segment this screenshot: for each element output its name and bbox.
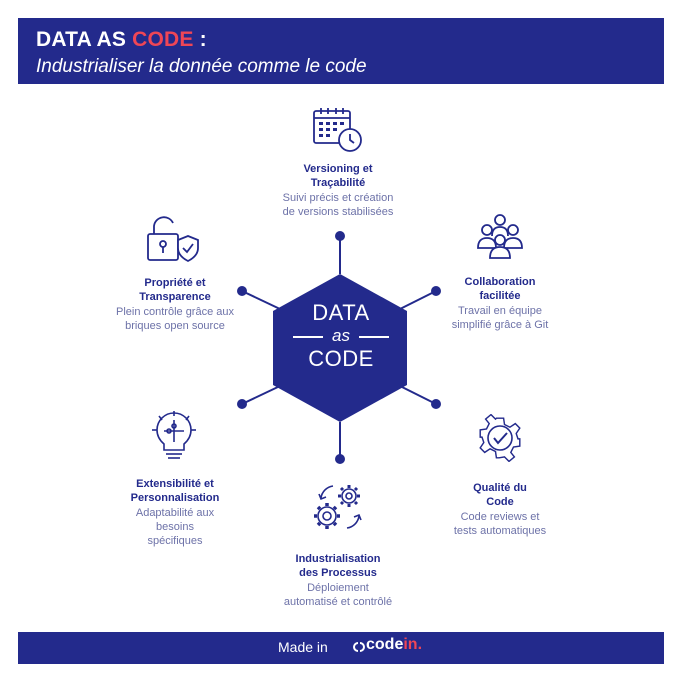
center-line3: CODE (308, 346, 374, 371)
header-banner: DATA AS CODE : Industrialiser la donnée … (18, 18, 664, 84)
team-icon (477, 214, 523, 259)
center-label: DATA as CODE (273, 300, 409, 372)
node-top-right (431, 286, 441, 296)
node-top-left (237, 286, 247, 296)
node-bottom (335, 454, 345, 464)
codein-logo-icon (353, 642, 365, 652)
page-subtitle: Industrialiser la donnée comme le code (36, 56, 367, 77)
calendar-clock-icon (313, 108, 362, 152)
connector-bottom-left (241, 385, 281, 405)
center-hexagon (273, 274, 407, 422)
lock-shield-icon (147, 216, 199, 263)
gears-cycle-icon (314, 485, 362, 529)
footer-banner: Made in codein. (18, 632, 664, 664)
center-line1: DATA (312, 300, 370, 325)
lightbulb-puzzle-icon (152, 411, 196, 459)
connector-top-left (241, 290, 281, 310)
gear-check-icon (479, 414, 521, 462)
node-bottom-left (237, 399, 247, 409)
node-bottom-right (431, 399, 441, 409)
center-line2: as (273, 326, 409, 346)
connector-bottom-right (399, 385, 437, 405)
connector-top-right (399, 290, 437, 310)
codein-logo: codein. (366, 636, 423, 653)
node-top (335, 231, 345, 241)
made-in-label: Made in (278, 639, 328, 655)
page-title: DATA AS CODE : (36, 28, 207, 51)
